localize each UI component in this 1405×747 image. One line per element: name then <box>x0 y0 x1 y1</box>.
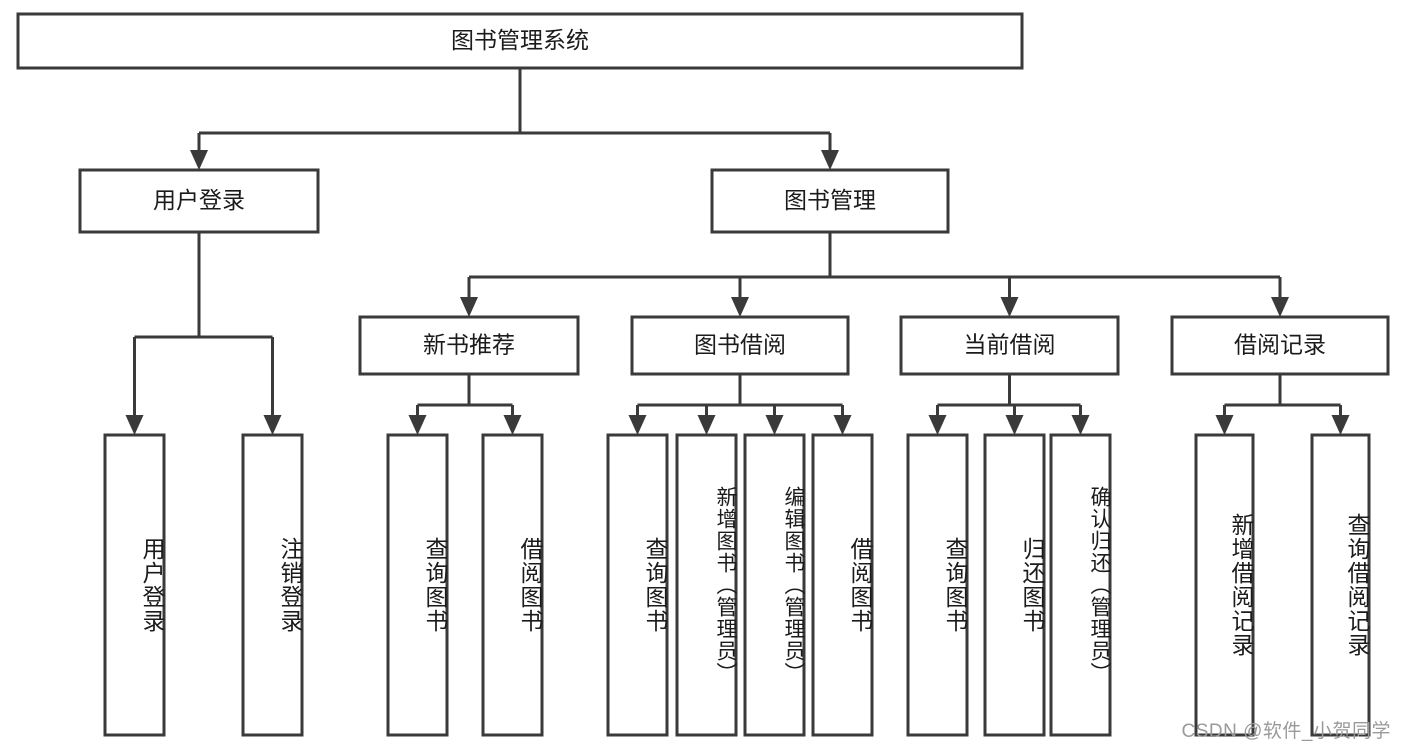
node-box <box>1049 433 1112 737</box>
node-leaf-return-book[interactable] <box>983 433 1046 737</box>
node-root[interactable]: 图书管理系统 <box>16 12 1024 70</box>
node-leaf-user-login[interactable] <box>103 433 166 737</box>
node-label: 用户登录 <box>153 187 245 213</box>
csdn-watermark: CSDN @软件_小贺同学 <box>1181 721 1391 742</box>
node-box <box>630 315 850 376</box>
arrow-head-icon <box>697 415 716 435</box>
node-new-book-recommend[interactable]: 新书推荐 <box>358 315 580 376</box>
node-label: 图书管理系统 <box>451 27 589 53</box>
arrow-head-icon <box>460 297 478 317</box>
node-label: 新书推荐 <box>423 332 515 358</box>
node-box <box>358 315 580 376</box>
arrow-head-icon <box>125 415 144 435</box>
node-box <box>811 433 874 737</box>
arrow-head-icon <box>928 415 947 435</box>
arrow-head-icon <box>408 415 427 435</box>
arrow-head-icon <box>628 415 647 435</box>
node-box <box>16 12 1024 70</box>
node-box <box>78 168 320 234</box>
node-leaf-query-book-borrow[interactable] <box>606 433 669 737</box>
node-box <box>606 433 669 737</box>
node-book-manage[interactable]: 图书管理 <box>710 168 950 234</box>
node-leaf-borrow-book-recommend[interactable] <box>481 433 544 737</box>
node-leaf-confirm-return-admin[interactable] <box>1049 433 1112 737</box>
node-box <box>241 433 304 737</box>
node-box <box>899 315 1120 376</box>
node-label: 借阅记录 <box>1234 332 1326 358</box>
node-box <box>481 433 544 737</box>
arrow-head-icon <box>1215 415 1234 435</box>
node-leaf-add-borrow-record[interactable] <box>1194 433 1255 737</box>
node-label: 图书管理 <box>784 187 876 213</box>
arrow-head-icon <box>1071 415 1090 435</box>
node-book-borrow[interactable]: 图书借阅 <box>630 315 850 376</box>
node-box <box>906 433 969 737</box>
node-box <box>983 433 1046 737</box>
node-user-login[interactable]: 用户登录 <box>78 168 320 234</box>
node-box <box>1194 433 1255 737</box>
arrow-head-icon <box>1000 297 1019 317</box>
node-box <box>103 433 166 737</box>
node-box <box>1310 433 1371 737</box>
node-leaf-add-book-admin[interactable] <box>675 433 738 737</box>
node-leaf-edit-book-admin[interactable] <box>743 433 806 737</box>
node-leaf-query-borrow-record[interactable] <box>1310 433 1371 737</box>
connectors-layer <box>125 68 1350 435</box>
node-borrow-record[interactable]: 借阅记录 <box>1170 315 1390 376</box>
node-leaf-borrow-book[interactable] <box>811 433 874 737</box>
node-leaf-query-book-current[interactable] <box>906 433 969 737</box>
node-leaf-query-book-recommend[interactable] <box>386 433 449 737</box>
arrow-head-icon <box>731 297 749 317</box>
node-box <box>675 433 738 737</box>
node-box <box>386 433 449 737</box>
node-box <box>710 168 950 234</box>
node-current-borrow[interactable]: 当前借阅 <box>899 315 1120 376</box>
node-box <box>1170 315 1390 376</box>
arrow-head-icon <box>765 415 784 435</box>
arrow-head-icon <box>1271 297 1289 317</box>
node-leaf-logout-login[interactable] <box>241 433 304 737</box>
node-box <box>743 433 806 737</box>
arrow-head-icon <box>821 150 839 170</box>
arrow-head-icon <box>1331 415 1350 435</box>
arrow-head-icon <box>190 150 208 170</box>
arrow-head-icon <box>503 415 522 435</box>
arrow-head-icon <box>263 415 282 435</box>
node-label: 当前借阅 <box>964 332 1056 358</box>
arrow-head-icon <box>1005 415 1024 435</box>
node-label: 图书借阅 <box>694 332 786 358</box>
arrow-head-icon <box>833 415 852 435</box>
